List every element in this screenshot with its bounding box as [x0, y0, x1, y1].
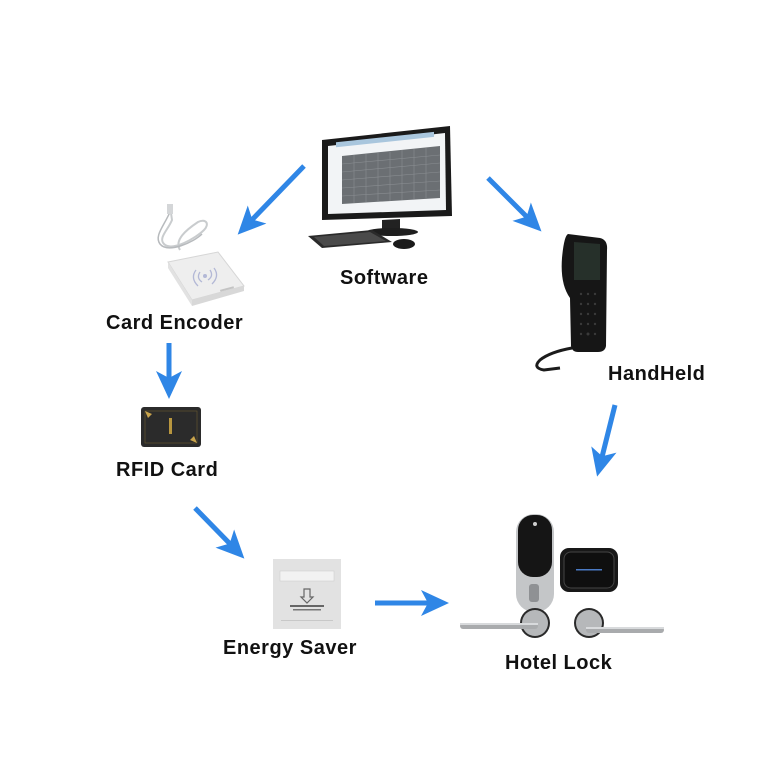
- label-rfid-card: RFID Card: [116, 459, 219, 481]
- node-hotel-lock: [458, 510, 668, 645]
- arrow-handheld-to-hotel-lock: [591, 404, 618, 477]
- label-software: Software: [340, 267, 429, 289]
- label-handheld: HandHeld: [608, 363, 706, 385]
- node-handheld: [530, 228, 610, 378]
- arrow-rfid-card-to-energy-saver: [193, 506, 245, 559]
- desktop-computer-icon: [308, 126, 452, 249]
- node-card-encoder: [148, 200, 248, 310]
- handheld-terminal-icon: [535, 234, 608, 372]
- door-lock-icon: [460, 514, 664, 638]
- label-card-encoder: Card Encoder: [106, 312, 244, 334]
- energy-saver-switch-icon: [273, 559, 341, 629]
- card-encoder-icon: [157, 204, 245, 306]
- node-energy-saver: [273, 559, 341, 629]
- label-energy-saver: Energy Saver: [223, 637, 357, 659]
- arrow-software-to-handheld: [486, 176, 542, 232]
- arrow-software-to-card-encoder: [237, 164, 306, 235]
- node-rfid-card: [140, 406, 202, 448]
- label-hotel-lock: Hotel Lock: [505, 652, 613, 674]
- rfid-card-icon: [141, 407, 201, 447]
- node-software: [300, 118, 460, 258]
